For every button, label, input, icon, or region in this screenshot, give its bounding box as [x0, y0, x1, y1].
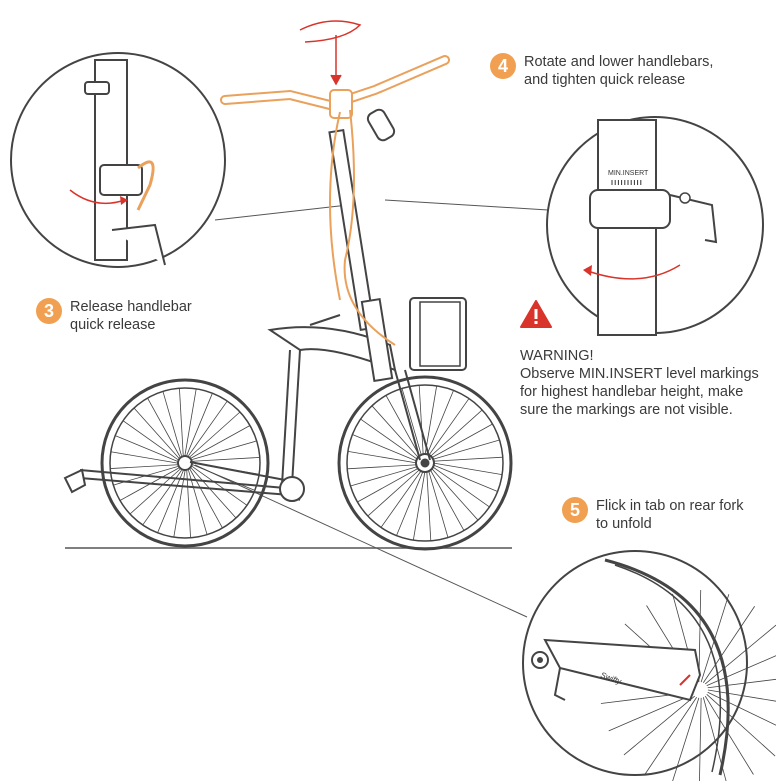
- step-3-text: Release handlebar quick release: [70, 299, 192, 333]
- front-wheel: [337, 375, 513, 551]
- min-insert-marking: MIN.INSERT: [608, 170, 649, 177]
- steering-column: [328, 108, 467, 461]
- step-5: 5 Flick in tab on rear fork to unfold: [562, 497, 743, 533]
- leader-lines: [194, 199, 549, 618]
- step-4-badge: 4: [490, 53, 516, 79]
- warning-block: WARNING! Observe MIN.INSERT level markin…: [520, 300, 770, 419]
- rear-wheel: [100, 378, 270, 548]
- detail-circle-rear-fork: Swifty: [522, 550, 776, 781]
- step-5-badge: 5: [562, 497, 588, 523]
- warning-title: WARNING!: [520, 348, 594, 364]
- step-4: 4 Rotate and lower handlebars, and tight…: [490, 53, 713, 89]
- warning-text: Observe MIN.INSERT level markings for hi…: [520, 366, 759, 418]
- step-3: 3 Release handlebar quick release: [36, 298, 192, 334]
- step-3-badge: 3: [36, 298, 62, 324]
- detail-circle-min-insert: MIN.INSERT: [546, 116, 764, 336]
- scooter-frame: [63, 314, 397, 502]
- warning-triangle-icon: [520, 300, 552, 328]
- step-5-text: Flick in tab on rear fork to unfold: [596, 498, 744, 532]
- detail-circle-release: [10, 52, 226, 268]
- step-4-text: Rotate and lower handlebars, and tighten…: [524, 54, 714, 88]
- rotate-arrow-icon: [299, 20, 362, 86]
- handlebars-moved: [220, 55, 450, 346]
